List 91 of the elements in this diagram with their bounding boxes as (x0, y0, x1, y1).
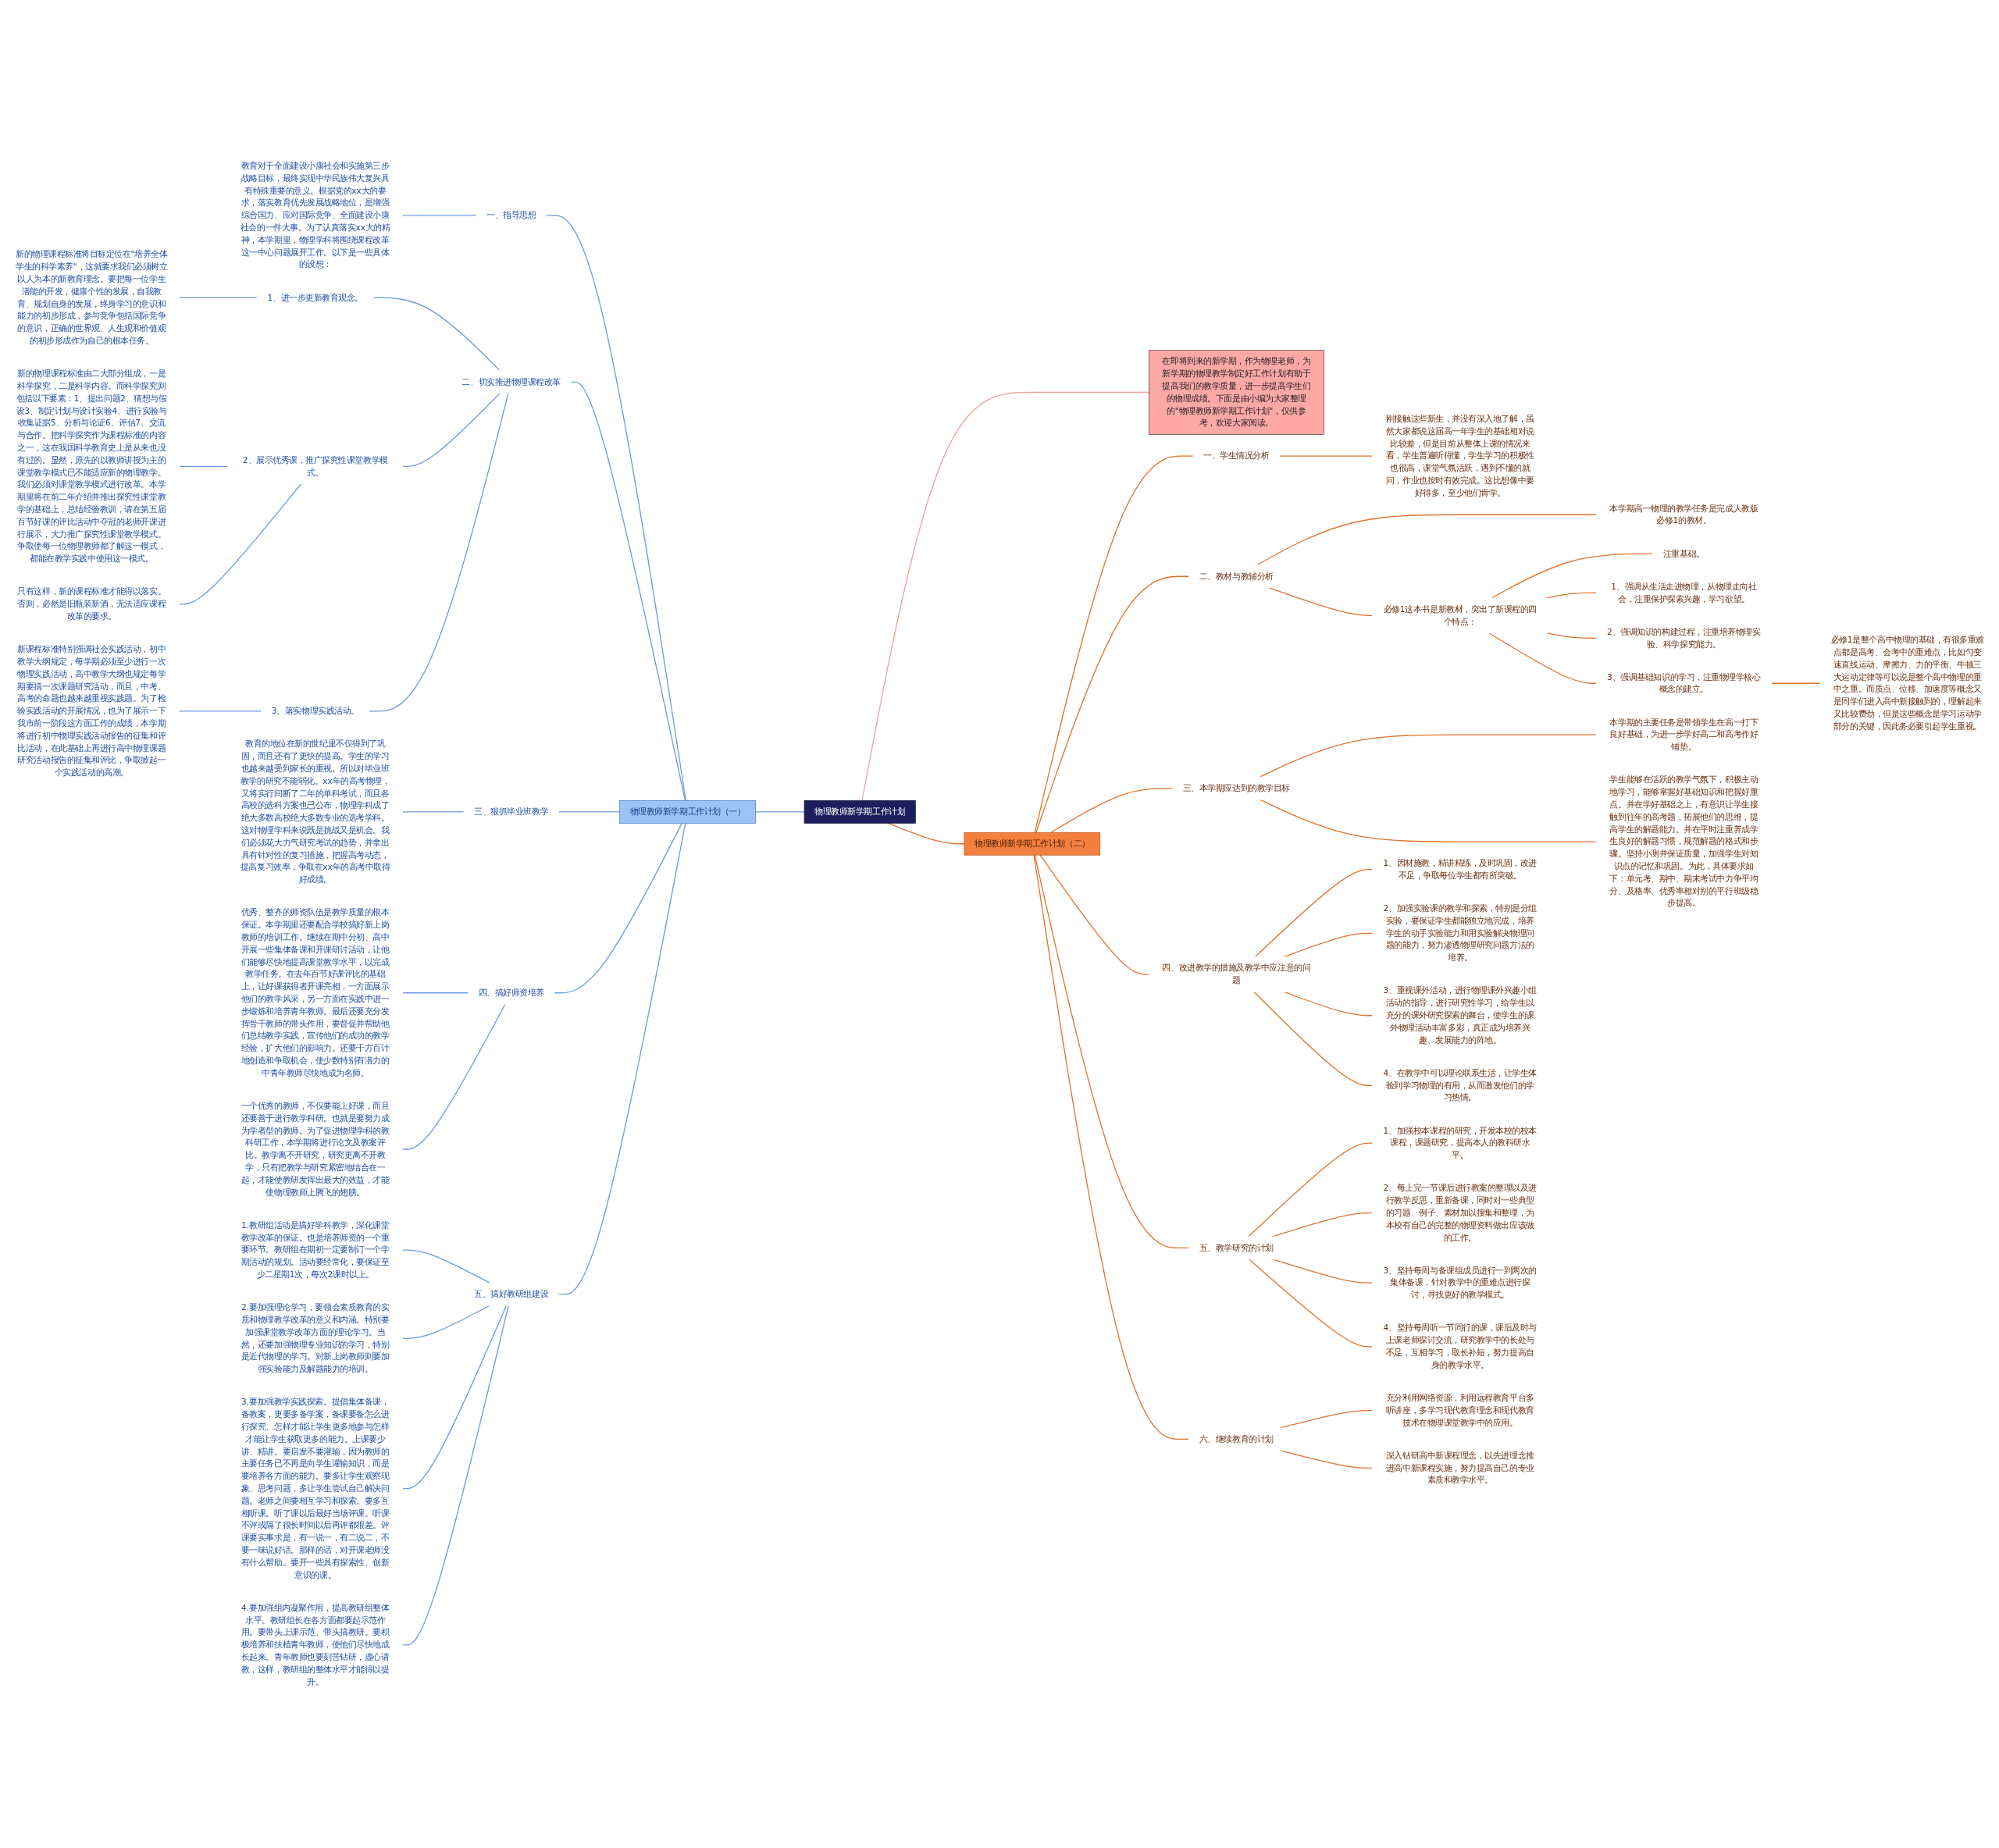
connector (1039, 854, 1149, 975)
connector (1268, 587, 1374, 616)
node-box (804, 800, 916, 824)
connector (1249, 1259, 1374, 1348)
node-text: 3、重视课外活动，进行物理课外兴趣小组活动的指导，进行研究性学习，给学生以充分的课外研究探索的舞台，使学生的课外物理活动丰富多彩，真正成为培养兴趣、发展能力的阵地。 (1383, 985, 1537, 1045)
node-text: 1、因材施教，精讲精练，及时巩固，改进不足，争取每位学生都有所突破。 (1383, 858, 1537, 881)
node-text: 2、每上完一节课后进行教案的整理以及进行教学反思，重新备课，同时对一些典型的习题、例子、素材加以搜集和整理，为本校有自己的完整的物理资料做出应该做的工作。 (1383, 1183, 1537, 1243)
node-text: 本学期高一物理的教学任务是完成人教版必修1的教材。 (1609, 503, 1758, 526)
connector (558, 811, 621, 813)
node-text: 五、搞好教研组建设 (474, 1289, 549, 1299)
connector (1050, 787, 1174, 833)
connector (1278, 455, 1374, 457)
connector (1034, 455, 1194, 833)
connector (402, 1249, 490, 1284)
connector (754, 811, 805, 813)
connector (178, 465, 229, 467)
node-text: 新课程标准特别强调社会实践活动，初中教学大纲规定，每学期必须至少进行一次物理实践活动，高中教学大纲也规定每学期要搞一次课题研究活动，而且，中考、高考的命题也越来越重视实践题。为了检验实践活动的开展情况，也为了展示一下我市前一阶段这方面工作的成绩，本学期将进行初中物理实践活动报告的征集和评比活动，在此基础上再进行高中物理课题研究活动报告的征集和评比，争取掀起一个实践活动的高潮。 (17, 644, 166, 778)
connector (402, 393, 501, 467)
node-text: 三、狠抓毕业班教学 (474, 806, 549, 817)
connector (402, 811, 465, 813)
connector (1035, 575, 1190, 833)
node-text: 4、坚持每周听一节同行的课，课后及时与上课老师探讨交流，研究教学中的长处与不足，互相学习，取长补短，努力提高自身的教学水平。 (1383, 1323, 1537, 1370)
connector (1253, 991, 1374, 1086)
connector (402, 992, 469, 994)
node-text: 学生能够在活跃的教学气氛下，积极主动地学习，能够掌握好基础知识和把握好重点。并在学好基础之上，有意识让学生接触到往年的高考题，拓展他们的思维，提高学生的解题能力。并在平时注重养成学生良好的解题习惯，规范解题的格式和步骤。坚持小测并保证质量，加强学生对知识点的记忆和巩固。为此，具体要求如下：单元考、期中、期末考试中力争平均分、及格率、优秀率相对别的平行班级稳步提高。 (1609, 774, 1758, 909)
node-text: 优秀、整齐的师资队伍是教学质量的根本保证。本学期里还要配合学校搞好新上岗教师的培训工作。继续在期中分初、高中开展一些集体备课和开课研讨活动，让他们能够尽快地提高课堂教学水平，以完成教学任务。在去年百节好课评比的基础上，让好课获得者开课亮相，一方面展示他们的教学风采，另一方面在实践中进一步锻炼和培养青年教师。最后还要充分发挥骨干教师的带头作用，要督促并帮助他们总结教学实践，宣传他们的成功的教学经验，扩大他们的影响力。还要千方百计地创造和争取机会，使少数特别有潜力的中青年教师尽快地成为名师。 (241, 907, 390, 1078)
node-text: 二、切实推进物理课程改革 (461, 376, 561, 387)
connector (554, 822, 682, 994)
node-text: 3.要加强教学实践探索。提倡集体备课，备教案，更要多备学案，备课要备怎么进行探究、怎样才能让学生更多地参与怎样才能让学生获取更多的能力。上课要少讲、精讲。要启发不要灌输，因为教师的主要任务已不再是向学生灌输知识，而是要培养各方面的能力。要多让学生观察现象、思考问题，多让学生尝试自己解决问题。老师之间要相互学习和探索。要多互相听课。听了课以后最好当场评课。听课不评或隔了很长时间以后再评都很差。评课要实事求是，有一说一，有二说二，不要一味说好话。那样的话，对开课老师没有什么帮助。要开一些具有探索性、创新意识的课。 (241, 1397, 390, 1580)
connector (1545, 592, 1597, 599)
node-text: 刚接触这些新生，并没有深入地了解，虽然大家都说这届高一年学生的基础相对说比较差，但是目前从整体上课的情况来看，学生普遍听得懂，学生学习的积极性也很高，课堂气氛活跃，遇到不懂的就问，作业也按时有效完成。这比想像中要好得多，至少他们肯学。 (1385, 414, 1534, 498)
node-text: 五、教学研究的计划 (1199, 1242, 1274, 1253)
node-text: 一个优秀的教师，不仅要能上好课，而且还要善于进行教学科研。也就是要努力成为学者型的教师。为了促进物理学科的教科研工作，本学期将进行论文及教案评比。教学离不开研究，研究更离不开教学，只有把教学与研究紧密地结合在一起，才能使教研发挥出最大的效益，才能使物理教师上腾飞的翅膀。 (241, 1101, 390, 1198)
node-text: 注重基础。 (1662, 548, 1705, 559)
node-text: 教育对于全面建设小康社会和实施第三步战略目标，最终实现中华民族伟大复兴具有特殊重要的意义。根据党的xx大的要求，落实教育优先发展战略地位，是增强综合国力、应对国际竞争、全面建设小康社会的一件大事。为了认真落实xx大的精神，本学期里，物理学科将围绕课程改革这一中心问题展开工作。以下是一些具体的设想： (240, 161, 390, 270)
node-text: 必修1这本书是新教材，突出了新课程的四个特点： (1383, 604, 1537, 627)
connector (1248, 1142, 1374, 1237)
connector (558, 822, 686, 1295)
connector (1033, 854, 1190, 1440)
node-text: 3、坚持每周与备课组成员进行一到两次的集体备课，针对教学中的重难点进行探讨，寻找更好的教学模式。 (1383, 1265, 1537, 1300)
node-text: 二、教材与教辅分析 (1199, 571, 1274, 582)
connector (1488, 632, 1597, 684)
node-text: 必修1是整个高中物理的基础，有很多重难点都是高考、会考中的重难点，比如匀变速直线运动、摩擦力、力的平衡、牛顿三大运动定律等可以说是整个高中物理的重中之重。而质点、位移、加速度等概念又是同学们进入高中新接触到的，理解起来又比较费劲，但是这些概念是学习运动学部分的关键，因此务必要引起学生重视。 (1830, 635, 1984, 732)
connector (1545, 632, 1597, 639)
node-text: 4、在教学中可以理论联系生活，让学生体验到学习物理的有用，从而激发他们的学习热情。 (1383, 1067, 1537, 1103)
connector (178, 710, 262, 712)
connector (369, 393, 509, 712)
node-text: 四、搞好师资培养 (478, 988, 544, 998)
connector (1254, 869, 1374, 958)
node-text: 六、继续教育的计划 (1199, 1433, 1274, 1444)
node-text: 一、学生情况分析 (1203, 450, 1270, 461)
node-text: 四、改进教学的措施及教学中应注意的问题 (1162, 963, 1311, 985)
node-text: 三、本学期应达到的教学目标 (1182, 783, 1290, 793)
node-text: 充分利用网络资源，利用远程教育平台多听讲座，多学习现代教育理念和现代教育技术在物理课堂教学中的应用。 (1385, 1393, 1534, 1428)
node-text: 3、强调基础知识的学习，注重物理学核心概念的建立。 (1607, 671, 1761, 695)
node-text: 新的物理课程标准将目标定位在"培养全体学生的科学素养"，这就要求我们必须树立以人为本的新教育理念。要把每一位学生潜能的开发，健康个性的发展，自我教育、规划自身的发展，终身学习的意识和能力的初步形成，参与竞争包括国际竞争的意识，正确的世界观、人生观和价值观的初步形成作为自己的根本任务。 (15, 249, 168, 346)
connector (1491, 553, 1654, 599)
connector (402, 1305, 508, 1490)
node-text: 2.要加强理论学习，要领会素质教育的实质和物理教学改革的意义和内涵。特别要加强课堂教学改革方面的理论学习。当然，还要加强物理专业知识的学习，特别是近代物理的学习。对新上岗教师则要加强实验能力及解题能力的培训。 (241, 1302, 390, 1374)
connector (402, 215, 477, 216)
node-box (1149, 350, 1324, 435)
node-text: 新的物理课程标准由二大部分组成，一是科学探究，二是科学内容。而科学探究则包括以下要素：1、提出问题2、猜想与假设3、制定计划与设计实验4、进行实验与收集证据5、分析与论证6、评估7、交流与合作。把科学探究作为课程标准的内容之一，这在我国科学教育史上是从来也没有过的。显然，原先的以教师讲授为主的课堂教学模式已不能适应新的物理教学。我们必须对课堂教学模式进行改革。本学期里将在前二年介绍并推出探究性课堂教学的基础上，总结经验教训，请在第五届百节好课的评比活动中夺冠的老师开课进行展示，大力推广探究性课堂教学模式。争取使每一位物理教师都了解这一模式，都能在教学实践中使用这一模式。 (16, 369, 167, 564)
node-text: 教育的地位在新的世纪里不仅得到了巩固，而且还有了更快的提高。学生的学习也越来越受到家长的重视。所以对毕业班教学的研究不能弱化。xx年的高考物理，又将实行间断了二年的单科考试，而且各高校的选科方案也已公布，物理学科成了绝大多数高校绝大多数专业的选考学科。这对物理学科来说既是挑战又是机会。我们必须花大力气研究考试的趋势，并拿出具有针对性的复习措施，把握高考动态，提高复习效率，争取在xx年的高考中取得好成绩。 (240, 739, 390, 885)
connector (1256, 514, 1597, 566)
connector (861, 391, 1149, 802)
node-text: 3、落实物理实践活动。 (271, 706, 359, 716)
connector (178, 297, 258, 298)
node-text: 1、加强校本课程的研究，开发本校的校本课程，课题研究，提高本人的教科研水平。 (1383, 1125, 1537, 1160)
connector (178, 483, 302, 605)
node-text: 2、加强实验课的教学和探索，特别是分组实验，要保证学生都能独立地完成，培养学生的动手实验能力和用实验解决物理问题的能力，努力渗透物理研究问题方法的培养。 (1383, 903, 1537, 963)
node-text: 1、强调从生活走进物理，从物理走向社会，注重保护探索兴趣，学习欲望。 (1611, 581, 1757, 604)
node-box (964, 831, 1101, 856)
connector (1770, 682, 1821, 684)
connector (545, 215, 686, 802)
node-text: 1.教研组活动是搞好学科教学，深化课堂教学改革的保证。也是培养师资的一个重要环节。教研组在期初一定要制订一个学期活动的规划。活动要经常化，要保证至少二星期1次，每次2课时以上。 (241, 1220, 390, 1280)
connector (1034, 854, 1190, 1249)
node-text: 1、进一步更新教育观念。 (267, 292, 364, 303)
node-text: 本学期的主要任务是带领学生在高一打下良好基础，为进一步学好高二和高考作好铺垫。 (1609, 717, 1758, 752)
node-text: 2、展示优秀课，推广探究性课堂教学模式。 (242, 454, 388, 478)
connector (372, 297, 501, 372)
node-text: 2、强调知识的构建过程，注重培养物理实验、科学探究能力。 (1607, 626, 1761, 650)
connector (402, 1305, 490, 1339)
connector (402, 1305, 509, 1646)
node-text: 一、指导思想 (486, 210, 536, 220)
connector (570, 381, 686, 802)
connector (402, 1003, 506, 1150)
node-box (619, 800, 756, 824)
node-text: 4.要加强组内凝聚作用，提高教研组整体水平。教研组长在各方面都要起示范作用。要带头上课示范、带头搞教研。要积极培养和扶植青年教师，使他们尽快地成长起来。青年教师也要刻苦钻研，虚心请教，这样，教研组的整体水平才能得以提升。 (241, 1602, 390, 1687)
node-text: 深入钻研高中新课程理念，以先进理念推进高中新课程实施，努力提高自己的专业素质和教学水平。 (1385, 1450, 1534, 1486)
node-text: 只有这样，新的课程标准才能得以落实。否则，必然是旧瓶装新酒，无法适应课程改革的要求。 (17, 586, 166, 621)
connector (1259, 734, 1597, 778)
